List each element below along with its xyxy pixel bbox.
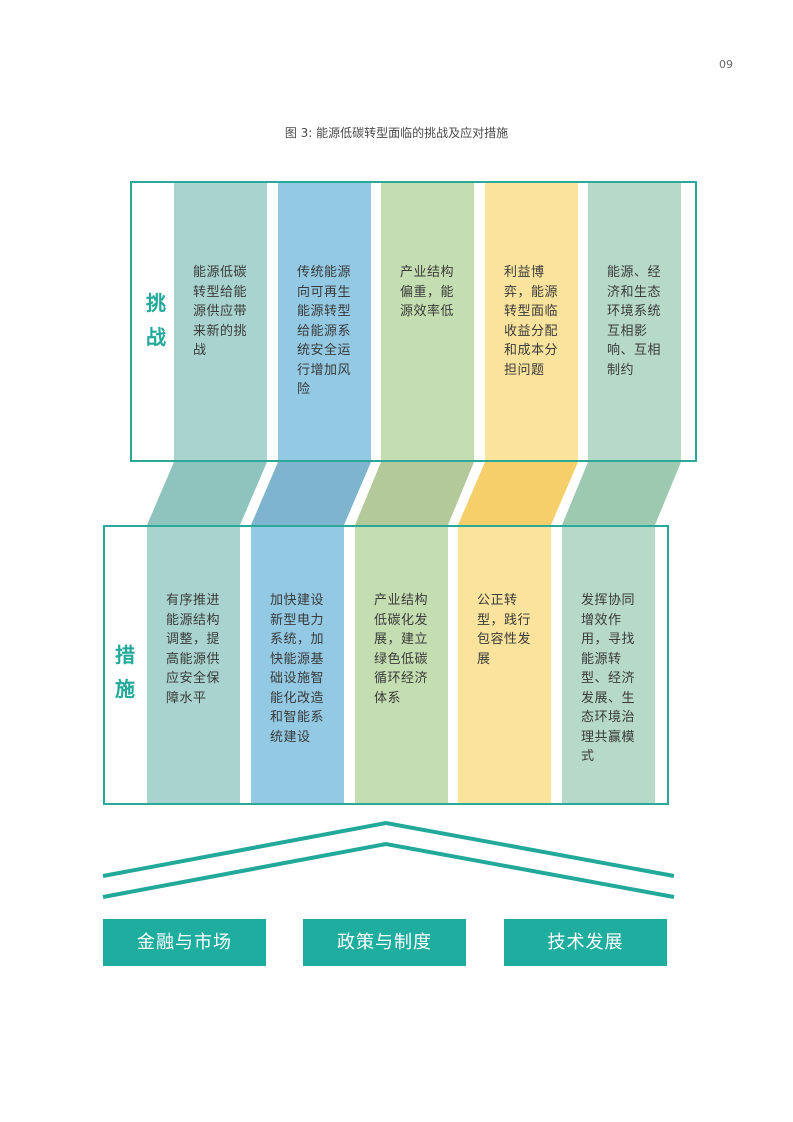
challenge-column: 利益博弈，能源转型面临收益分配和成本分担问题 [485, 183, 578, 460]
challenge-text: 传统能源向可再生能源转型给能源系统安全运行增加风险 [297, 265, 352, 397]
connector-band [251, 462, 371, 525]
challenge-text: 产业结构偏重，能源效率低 [400, 265, 455, 319]
page-number: 09 [719, 58, 733, 71]
challenge-column: 能源低碳转型给能源供应带来新的挑战 [174, 183, 267, 460]
pillar-policy-institution: 政策与制度 [303, 919, 466, 966]
measure-text: 有序推进能源结构调整，提高能源供应安全保障水平 [166, 593, 221, 706]
measure-column: 公正转型，践行包容性发展 [458, 527, 551, 803]
measure-text: 产业结构低碳化发展，建立绿色低碳循环经济体系 [374, 593, 429, 706]
challenge-label: 挑 战 [141, 286, 171, 354]
challenge-text: 利益博弈，能源转型面临收益分配和成本分担问题 [504, 265, 559, 378]
measure-column: 产业结构低碳化发展，建立绿色低碳循环经济体系 [355, 527, 448, 803]
measure-text: 发挥协同增效作用，寻找能源转型、经济发展、生态环境治理共赢模式 [581, 593, 636, 764]
challenge-column: 传统能源向可再生能源转型给能源系统安全运行增加风险 [278, 183, 371, 460]
challenge-column: 产业结构偏重，能源效率低 [381, 183, 474, 460]
roof-line-upper [102, 820, 675, 878]
challenge-column: 能源、经济和生态环境系统互相影响、互相制约 [588, 183, 681, 460]
connector-band [355, 462, 474, 525]
roof-line-lower [102, 841, 675, 899]
measure-label: 措 施 [110, 638, 140, 706]
challenge-text: 能源、经济和生态环境系统互相影响、互相制约 [607, 265, 662, 378]
pillar-finance-market: 金融与市场 [103, 919, 266, 966]
pillar-technology: 技术发展 [504, 919, 667, 966]
challenge-label-text: 挑 战 [146, 291, 166, 349]
measure-text: 公正转型，践行包容性发展 [477, 593, 532, 667]
measure-label-text: 措 施 [115, 643, 135, 701]
figure-title: 图 3: 能源低碳转型面临的挑战及应对措施 [284, 126, 509, 140]
connector-band [458, 462, 578, 525]
challenge-text: 能源低碳转型给能源供应带来新的挑战 [193, 265, 248, 358]
measure-frame [103, 525, 669, 805]
measure-text: 加快建设新型电力系统，加快能源基础设施智能化改造和智能系统建设 [270, 593, 325, 745]
challenge-frame [130, 181, 697, 462]
connector-band [562, 462, 681, 525]
measure-column: 有序推进能源结构调整，提高能源供应安全保障水平 [147, 527, 240, 803]
measure-column: 发挥协同增效作用，寻找能源转型、经济发展、生态环境治理共赢模式 [562, 527, 655, 803]
connector-band [147, 462, 267, 525]
measure-column: 加快建设新型电力系统，加快能源基础设施智能化改造和智能系统建设 [251, 527, 344, 803]
